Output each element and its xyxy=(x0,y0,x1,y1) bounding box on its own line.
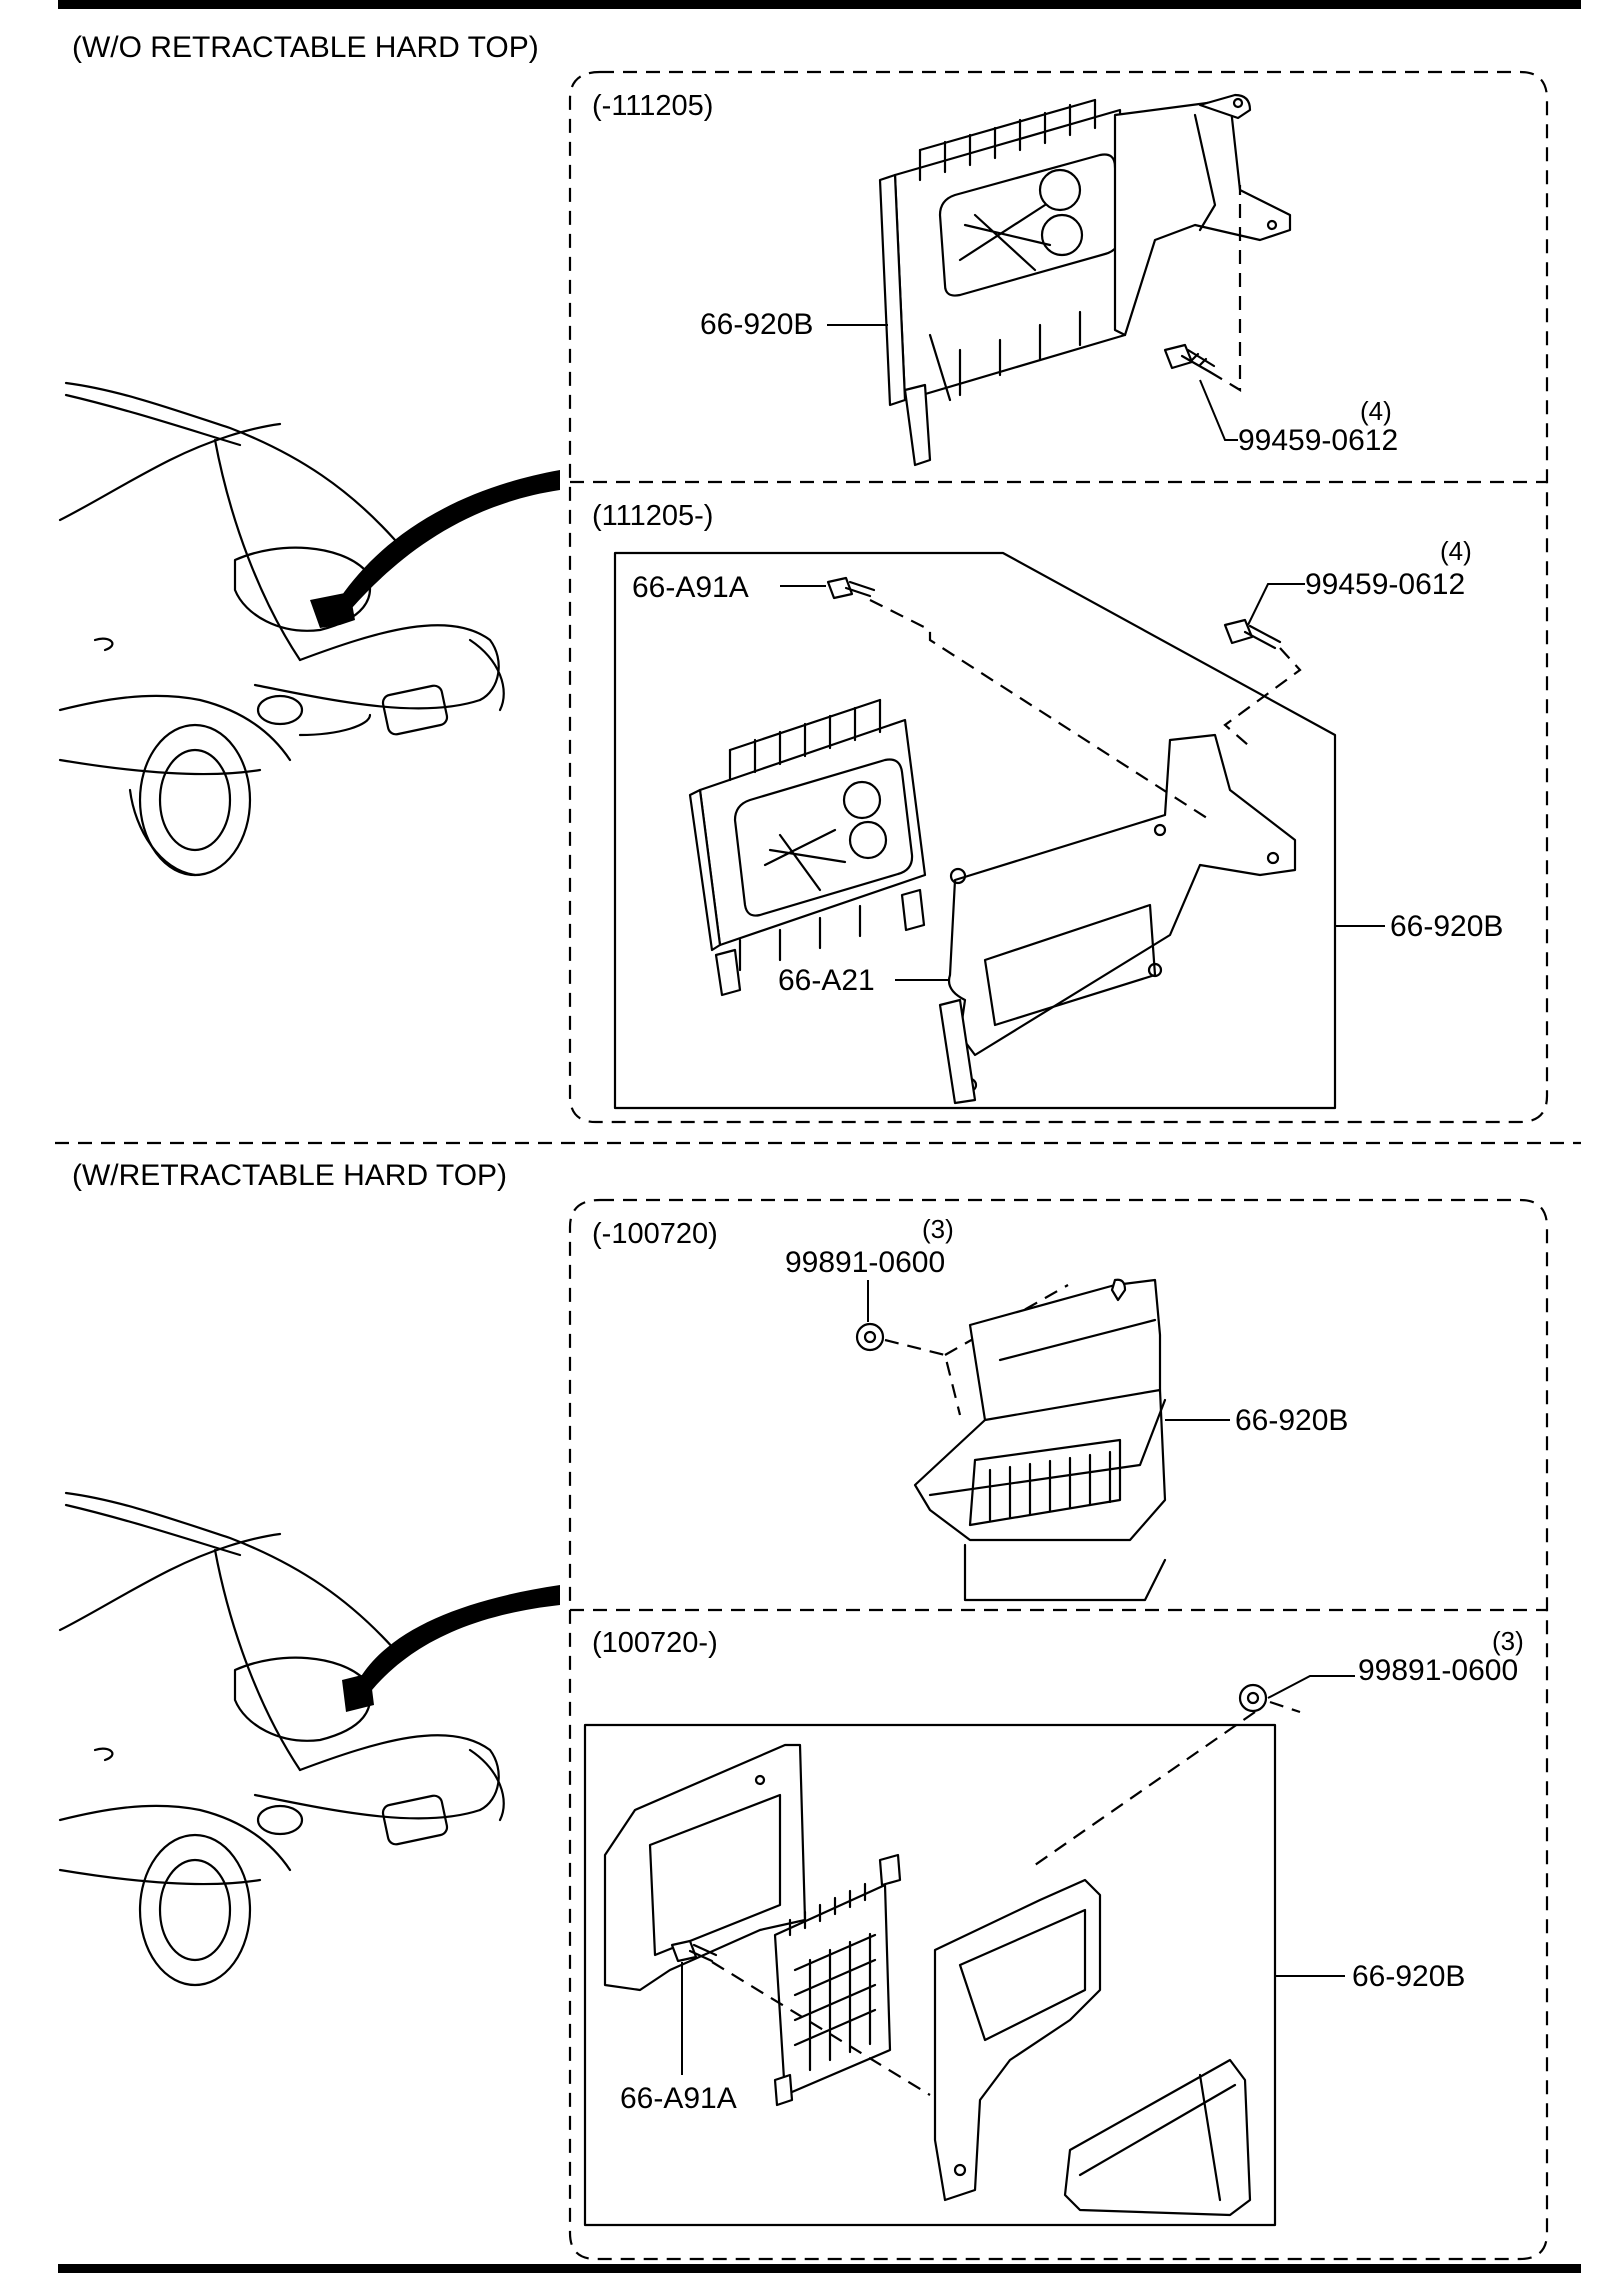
amplifier-cover xyxy=(1063,2058,1252,2217)
callout-qty: (3) xyxy=(1492,1626,1524,1656)
mounting-bracket xyxy=(933,1878,1102,2202)
callout-label: 66-920B xyxy=(1352,1960,1465,1993)
callout-label: 66-920B xyxy=(1235,1404,1348,1437)
group-frame xyxy=(568,70,1549,1124)
nut xyxy=(1238,1683,1268,1713)
section-with-hard-top: (W/RETRACTABLE HARD TOP) (-100720) xyxy=(58,1159,1549,2261)
amplifier-unit xyxy=(773,1853,902,2107)
callout-label: 66-A21 xyxy=(778,964,875,997)
amplifier-unit xyxy=(878,98,1127,407)
panel-c: (-100720) (3) 99891-0600 66-920B xyxy=(592,1214,1348,1602)
section-heading: (W/RETRACTABLE HARD TOP) xyxy=(72,1159,507,1192)
side-bracket xyxy=(603,1743,807,1992)
panel-b: (111205-) xyxy=(592,500,1503,1110)
callout-label: 66-920B xyxy=(1390,910,1503,943)
mounting-bracket xyxy=(903,93,1292,467)
bottom-border-bar xyxy=(58,2264,1581,2273)
section-heading: (W/O RETRACTABLE HARD TOP) xyxy=(72,31,539,64)
callout-label: 99459-0612 xyxy=(1305,568,1465,601)
amplifier-unit xyxy=(688,698,927,997)
assembly-frame xyxy=(583,1723,1277,2227)
group-frame xyxy=(568,1198,1549,2261)
top-border-bar xyxy=(58,0,1581,9)
amplifier-cover xyxy=(913,1278,1167,1602)
section-without-hard-top: (W/O RETRACTABLE HARD TOP) xyxy=(58,31,1549,1124)
production-range: (-111205) xyxy=(592,90,713,122)
callout-label: 66-A91A xyxy=(632,571,749,604)
assembly-frame xyxy=(613,551,1337,1110)
panel-a: (-111205) xyxy=(592,90,1398,467)
production-range: (-100720) xyxy=(592,1218,718,1250)
callout-label: 66-A91A xyxy=(620,2082,737,2115)
callout-label: 99891-0600 xyxy=(785,1246,945,1279)
production-range: (111205-) xyxy=(592,500,713,532)
callout-qty: (3) xyxy=(922,1214,954,1244)
callout-label: 99459-0612 xyxy=(1238,424,1398,457)
production-range: (100720-) xyxy=(592,1627,718,1659)
car-illustration xyxy=(58,1491,560,1987)
panel-d: (100720-) (3) 99891-0600 xyxy=(583,1626,1524,2227)
callout-qty: (4) xyxy=(1360,396,1392,426)
nut xyxy=(855,1322,885,1352)
callout-label: 99891-0600 xyxy=(1358,1654,1518,1687)
callout-label: 66-920B xyxy=(700,308,813,341)
mounting-bracket xyxy=(938,733,1297,1105)
bolt xyxy=(1163,343,1216,374)
screw xyxy=(826,576,876,600)
car-illustration xyxy=(58,381,560,877)
screw xyxy=(670,1939,718,1963)
bolt xyxy=(1223,618,1282,650)
callout-qty: (4) xyxy=(1440,536,1472,566)
